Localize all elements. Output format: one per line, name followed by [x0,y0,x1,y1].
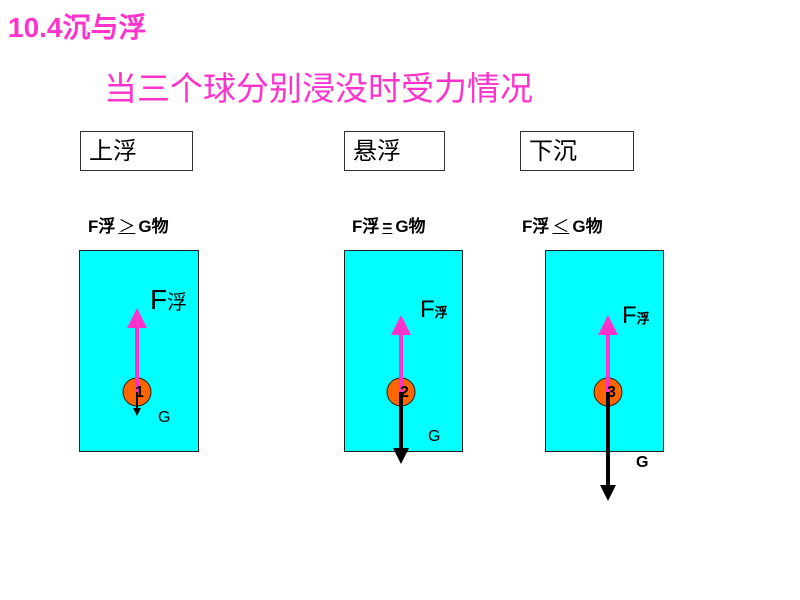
state-box-suspend: 悬浮 [344,131,445,171]
water-tank-suspend [344,250,463,452]
buoyancy-label-suspend: F浮 [420,296,448,324]
relation-sink: F浮＜G物 [522,212,603,237]
buoyancy-label-main: F [622,302,637,329]
buoyancy-label-sub: 浮 [636,311,650,326]
relation-right: G物 [395,217,426,236]
ball-number-sink: 3 [607,384,616,401]
relation-left: F浮 [352,217,380,236]
relation-rise: F浮＞G物 [88,212,169,237]
buoyancy-label-sink: F浮 [622,302,650,330]
ball-number-suspend: 2 [400,384,409,401]
relation-right: G物 [138,217,169,236]
relation-left: F浮 [88,217,116,236]
state-box-rise: 上浮 [80,131,193,171]
relation-symbol: = [382,217,393,236]
ball-number-rise: 1 [135,384,144,401]
state-box-sink: 下沉 [520,131,634,171]
gravity-label-sink: G [636,454,649,471]
relation-suspend: F浮=G物 [352,212,426,237]
buoyancy-label-rise: F浮 [150,284,187,316]
buoyancy-label-main: F [420,296,435,323]
main-title: 当三个球分别浸没时受力情况 [104,70,533,107]
water-tank-sink [545,250,664,452]
relation-symbol: ＜ [552,217,570,236]
buoyancy-label-main: F [150,284,168,315]
relation-left: F浮 [522,217,550,236]
relation-right: G物 [572,217,603,236]
gravity-label-suspend: G [428,428,441,445]
buoyancy-label-sub: 浮 [434,305,448,320]
section-title: 10.4沉与浮 [8,12,147,43]
gravity-label-rise: G [158,409,171,426]
relation-symbol: ＞ [118,217,136,236]
buoyancy-label-sub: 浮 [167,292,188,314]
